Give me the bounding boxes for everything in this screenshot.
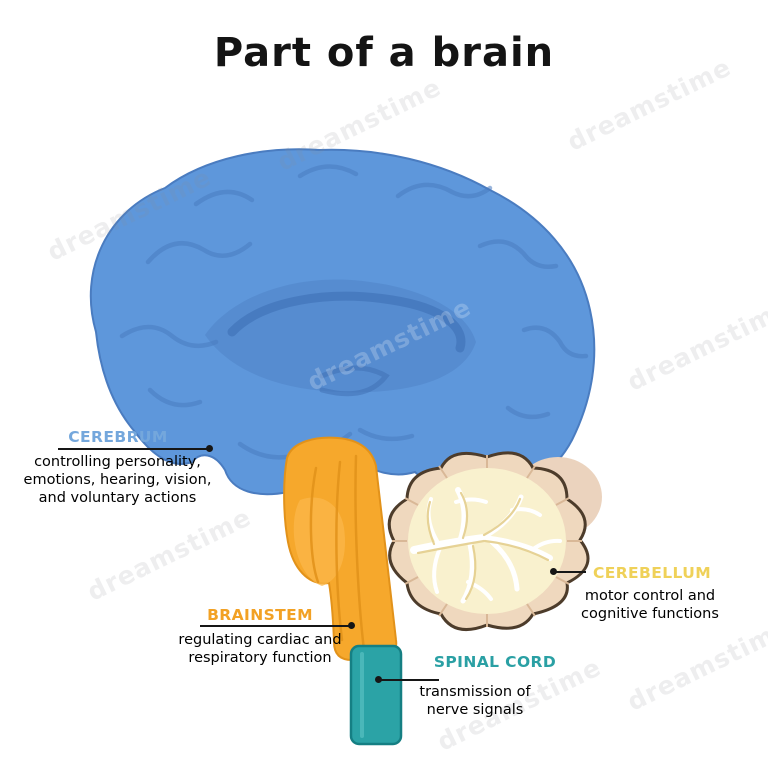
brainstem-leader-line [200,625,352,627]
brainstem-leader-dot [348,622,355,629]
spinal-cord-leader-line [381,679,439,681]
cerebellum-description: motor control and cognitive functions [581,588,719,622]
pons-bulge [293,497,346,586]
spinal-cord-outline [349,644,403,746]
brainstem-description: regulating cardiac and respiratory funct… [178,632,342,666]
page-title: Part of a brain [213,30,555,76]
cerebellum-label: CEREBELLUM [592,564,712,582]
cerebellum-leader-line [556,571,586,573]
spinal-cord-leader-dot [375,676,382,683]
spinal-cord-label: SPINAL CORD [433,653,557,671]
cerebrum-leader-dot [206,445,213,452]
cerebellum-shape [387,451,590,632]
brainstem-striations [309,454,366,652]
brainstem-shape [283,436,398,661]
spinal-cord-shape [349,644,403,746]
cerebellum-leader-dot [550,568,557,575]
arbor-vitae-accents [416,491,550,601]
thalamus-swirl [319,365,390,397]
cerebrum-leader-line [58,448,210,450]
cerebrum-label: CEREBRUM [68,428,168,446]
cerebrum-description: controlling personality, emotions, heari… [23,454,212,506]
brainstem-label: BRAINSTEM [207,606,313,624]
cerebellum-folia-ticks [392,455,582,627]
corpus-callosum-line [227,291,466,353]
gyri-lines [119,164,589,460]
spinal-cord-description: transmission of nerve signals [419,684,531,718]
